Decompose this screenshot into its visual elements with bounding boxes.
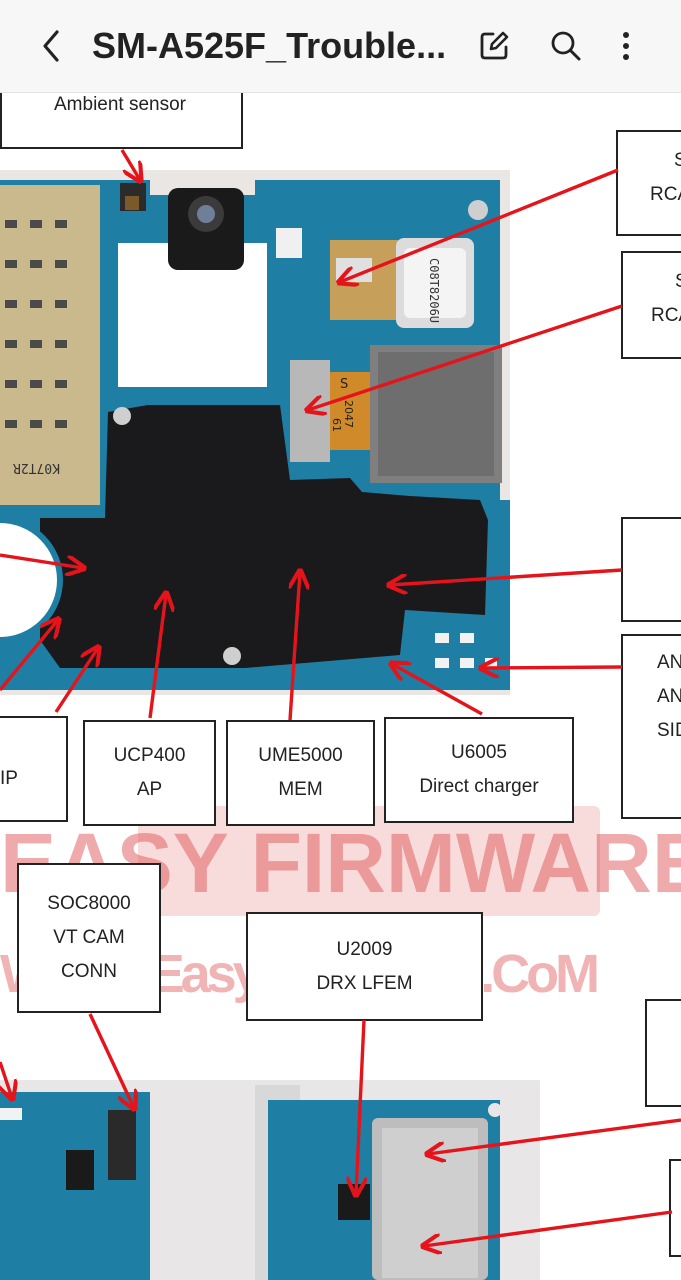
document-title: SM-A525F_Trouble... <box>92 25 447 66</box>
label-u6005-direct-charger: U6005 Direct charger <box>384 717 574 823</box>
label-partial-right-bottom-1 <box>645 999 681 1107</box>
document-page[interactable]: K07T2R C08T8206U S 2047 61 <box>0 93 681 1280</box>
label-partial-left-ip: IP <box>0 716 68 822</box>
label-u2009-drx-lfem: U2009 DRX LFEM <box>246 912 483 1021</box>
svg-text:C08T8206U: C08T8206U <box>427 258 441 323</box>
more-vertical-icon[interactable] <box>604 24 648 68</box>
search-icon[interactable] <box>544 24 588 68</box>
label-partial-right-blank <box>621 517 681 622</box>
svg-text:K07T2R: K07T2R <box>13 460 60 475</box>
label-partial-top-right-2: S RCA <box>621 251 681 359</box>
label-partial-right-antenna: AN AN SID <box>621 634 681 819</box>
label-ambient-sensor: Ambient sensor <box>0 93 243 149</box>
label-partial-right-bottom-2 <box>669 1159 681 1257</box>
svg-text:61: 61 <box>330 418 343 432</box>
back-arrow-icon[interactable] <box>30 24 74 68</box>
app-bar: SM-A525F_Trouble... <box>0 0 681 93</box>
label-partial-top-right-1: S RCA <box>616 130 681 236</box>
pcb-board-photo: K07T2R C08T8206U S 2047 61 <box>0 170 540 1280</box>
edit-pencil-icon[interactable] <box>472 24 516 68</box>
label-ucp400-ap: UCP400 AP <box>83 720 216 826</box>
label-ume5000-mem: UME5000 MEM <box>226 720 375 826</box>
svg-text:S: S <box>340 377 348 392</box>
label-soc8000-vt-cam-conn: SOC8000 VT CAM CONN <box>17 863 161 1013</box>
